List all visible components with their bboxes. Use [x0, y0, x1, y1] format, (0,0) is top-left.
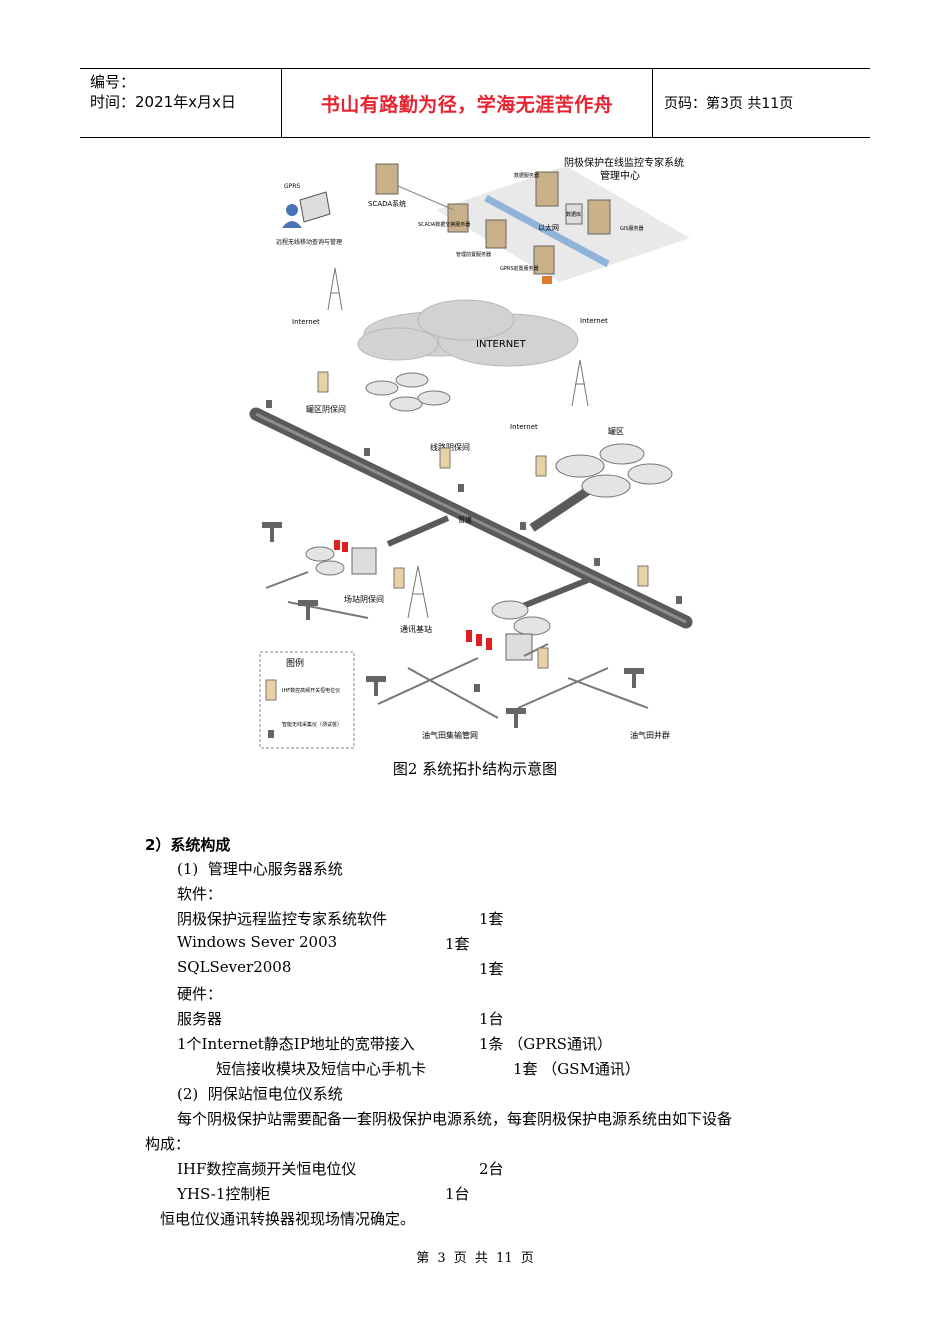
- subsection-1: (1) 管理中心服务器系统: [177, 860, 343, 878]
- hardware-label: 硬件：: [177, 985, 223, 1003]
- center-title-1: 阴极保护在线监控专家系统: [564, 156, 684, 169]
- hw-item-name: 服务器: [177, 1010, 223, 1028]
- server-gis: [587, 199, 611, 235]
- label-internet-bottom: Internet: [510, 423, 538, 431]
- branch-pipe-field: [386, 515, 450, 547]
- header-meta: 编号： 时间：2021年x月x日: [80, 69, 282, 137]
- branch-pipe-tank: [529, 484, 595, 532]
- legend-title: 图例: [286, 657, 304, 669]
- server-gprs: [533, 245, 555, 284]
- label-internet-left: Internet: [292, 318, 320, 326]
- software-label: 软件：: [177, 885, 223, 903]
- label-gprs-remote: GPRS: [284, 183, 300, 190]
- sw-item-qty: 1套: [479, 910, 504, 928]
- main-pipeline-highlight: [255, 412, 687, 624]
- branch-pipe-lower: [516, 577, 590, 611]
- label-db: 数据库: [566, 211, 581, 218]
- section-title: 2）系统构成: [145, 836, 231, 854]
- label-remote: 远程无线移动查询与管理: [276, 238, 342, 246]
- field-station: [305, 540, 377, 576]
- topology-figure: 阴极保护在线监控专家系统 管理中心 数据服务器 数据库 GIS服务器 以太网 S…: [248, 148, 700, 756]
- sw-item-name: 阴极保护远程监控专家系统软件: [177, 910, 388, 928]
- header-date: 时间：2021年x月x日: [90, 93, 236, 111]
- hw-item-name: 短信接收模块及短信中心手机卡: [216, 1060, 427, 1078]
- label-scada-exchange: SCADA数据交换服务器: [418, 221, 470, 228]
- label-pipeline: 管道: [458, 515, 472, 524]
- tower-left: [327, 267, 343, 311]
- label-scada: SCADA系统: [368, 199, 406, 208]
- pumpjack-3: [366, 676, 386, 696]
- station-item-qty: 1台: [445, 1185, 470, 1203]
- lan-bus: [484, 194, 610, 268]
- hw-item-name: 1个Internet静态IP地址的宽带接入: [177, 1035, 415, 1053]
- station-item-name: IHF数控高频开关恒电位仪: [177, 1160, 357, 1178]
- legend-potentiostat-icon: [265, 679, 277, 701]
- pumpjack-5: [624, 668, 644, 688]
- paragraph-line-2: 构成：: [145, 1135, 191, 1153]
- pumpjack-1: [262, 522, 282, 542]
- lower-station: [466, 600, 551, 661]
- legend-item2: 智能无线采集仪（测试桩）: [282, 721, 342, 728]
- gathering-lines: [265, 571, 649, 719]
- center-title-2: 管理中心: [600, 169, 640, 182]
- page-footer: 第 3 页 共 11 页: [416, 1251, 534, 1266]
- header-motto-cell: 书山有路勤为径，学海无涯苦作舟: [282, 69, 653, 137]
- link-scada: [397, 185, 455, 211]
- label-comm-base: 通讯基站: [400, 624, 432, 634]
- station-item-name: YHS-1控制柜: [177, 1185, 271, 1203]
- page-header: 编号： 时间：2021年x月x日 书山有路勤为径，学海无涯苦作舟 页码：第3页 …: [80, 68, 870, 138]
- label-tank-area-station: 罐区阴保间: [306, 404, 346, 414]
- sw-item-qty: 1套: [479, 960, 504, 978]
- server-data: [535, 171, 559, 207]
- label-line-station: 线路阴保间: [430, 442, 470, 452]
- header-number: 编号：: [90, 73, 136, 91]
- header-motto: 书山有路勤为径，学海无涯苦作舟: [320, 93, 614, 116]
- server-scada-exchange: [447, 203, 469, 233]
- label-tank-area: 罐区: [608, 426, 624, 436]
- internet-cloud: [357, 299, 579, 367]
- center-platform: [436, 166, 690, 282]
- pumpjack-4: [506, 708, 526, 728]
- hw-item-qty: 1条 （GPRS通讯）: [479, 1035, 612, 1053]
- figure-caption: 图2 系统拓扑结构示意图: [392, 760, 558, 778]
- subsection-2: (2) 阴保站恒电位仪系统: [177, 1085, 343, 1103]
- label-internet-right: Internet: [580, 317, 608, 325]
- legend-collector-icon: [268, 730, 274, 738]
- label-mgmt-server: 管理前置服务器: [456, 251, 491, 258]
- tank-group-1: [365, 372, 451, 412]
- tower-right: [571, 359, 589, 407]
- sw-item-name: SQLSever2008: [177, 958, 292, 976]
- hw-item-qty: 1套 （GSM通讯）: [513, 1060, 640, 1078]
- server-scada: [375, 163, 399, 195]
- label-gprs-server: GPRS前置服务器: [500, 265, 539, 272]
- topology-diagram: 阴极保护在线监控专家系统 管理中心 数据服务器 数据库 GIS服务器 以太网 S…: [249, 156, 693, 749]
- label-well-group: 油气田井群: [630, 730, 670, 740]
- remote-user: [282, 191, 331, 228]
- paragraph-line-1: 每个阴极保护站需要配备一套阴极保护电源系统，每套阴极保护电源系统由如下设备: [177, 1110, 733, 1128]
- potentiostats: [317, 371, 649, 669]
- label-field-station: 场站阴保间: [344, 594, 384, 604]
- tank-group-2: [555, 443, 673, 498]
- tower-comm-base: [407, 565, 429, 619]
- sw-item-name: Windows Sever 2003: [177, 933, 338, 951]
- closing-line: 恒电位仪通讯转换器视现场情况确定。: [160, 1210, 416, 1228]
- hw-item-qty: 1台: [479, 1010, 504, 1028]
- wireless-collectors: [266, 400, 682, 692]
- label-gathering-network: 油气田集输管网: [422, 730, 478, 740]
- label-internet-cloud: INTERNET: [476, 339, 527, 350]
- station-item-qty: 2台: [479, 1160, 504, 1178]
- label-gis: GIS服务器: [620, 225, 644, 232]
- pumpjack-2: [298, 600, 318, 620]
- server-mgmt: [485, 219, 507, 249]
- label-lan: 以太网: [538, 223, 559, 232]
- sw-item-qty: 1套: [445, 935, 470, 953]
- legend-item1: IHF数控高频开关恒电位仪: [282, 687, 340, 694]
- label-data-server: 数据服务器: [514, 172, 539, 179]
- legend-box: [259, 651, 355, 749]
- server-db: [565, 203, 583, 225]
- header-page: 页码：第3页 共11页: [664, 96, 794, 112]
